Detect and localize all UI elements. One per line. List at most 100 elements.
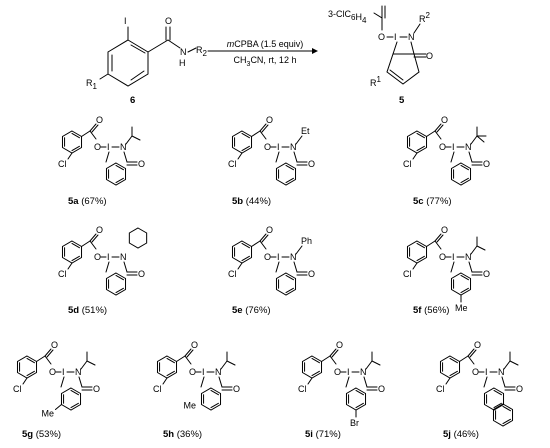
ester-oxygen-label: O bbox=[439, 252, 446, 262]
reaction-reagent: mCPBA (1.5 equiv) bbox=[226, 39, 304, 49]
nitrogen-label: N bbox=[290, 142, 297, 152]
product-number: 5 bbox=[399, 95, 405, 106]
product-ester-oxygen: O bbox=[378, 32, 385, 42]
ester-oxygen-label: O bbox=[94, 142, 101, 152]
amide-oxygen-label: O bbox=[233, 384, 240, 394]
iodine-label: I bbox=[277, 142, 280, 152]
amide-oxygen-label: O bbox=[516, 384, 523, 394]
product-nitrogen-label: N bbox=[408, 32, 415, 42]
nitrogen-label: N bbox=[360, 367, 367, 377]
chloro-label: Cl bbox=[228, 269, 237, 279]
product-iodine-label: I bbox=[394, 32, 397, 42]
carbonyl-oxygen-label: O bbox=[96, 225, 103, 235]
phenyl-label: Ph bbox=[301, 236, 312, 246]
amide-oxygen-label: O bbox=[483, 269, 490, 279]
methyl-label: Me bbox=[455, 303, 468, 313]
amide-oxygen-label: O bbox=[93, 384, 100, 394]
nitrogen-label: N bbox=[290, 252, 297, 262]
ethyl-label: Et bbox=[301, 126, 310, 136]
iodine-label: I bbox=[452, 252, 455, 262]
reactant-r1-label: R1 bbox=[86, 78, 98, 91]
nitrogen-label: N bbox=[465, 142, 472, 152]
nitrogen-label: N bbox=[120, 142, 127, 152]
ester-oxygen-label: O bbox=[264, 252, 271, 262]
product-5-structure: 3-ClC6O6H4 O O I N R2 O R1 bbox=[328, 5, 433, 88]
reactant-iodine-label: I bbox=[124, 16, 127, 26]
ester-oxygen-label: O bbox=[189, 367, 196, 377]
compound-5b-label: 5b (44%) bbox=[232, 196, 272, 207]
chloro-label: Cl bbox=[228, 159, 237, 169]
reactant-6-structure: I O N H R2 R1 bbox=[86, 16, 208, 91]
reactant-r2-label: R2 bbox=[196, 45, 208, 58]
chloro-label: Cl bbox=[13, 384, 22, 394]
compound-5e-label: 5e (76%) bbox=[232, 305, 271, 316]
ester-oxygen-label: O bbox=[334, 367, 341, 377]
iodine-label: I bbox=[107, 142, 110, 152]
product-r1-label: R1 bbox=[370, 75, 382, 88]
iodine-label: I bbox=[485, 367, 488, 377]
compound-5c-label: 5c (77%) bbox=[413, 196, 452, 207]
reactant-nitrogen-label: N bbox=[180, 47, 187, 57]
reactant-number: 6 bbox=[130, 95, 136, 106]
iodine-label: I bbox=[347, 367, 350, 377]
chloro-label: Cl bbox=[403, 269, 412, 279]
amide-oxygen-label: O bbox=[308, 269, 315, 279]
chloro-label: Cl bbox=[403, 159, 412, 169]
compound-5h-label: 5h (36%) bbox=[163, 429, 203, 440]
product-r2-label: R2 bbox=[419, 11, 431, 24]
compound-5f-label: 5f (56%) bbox=[413, 305, 450, 316]
reaction-arrow bbox=[207, 48, 318, 54]
iodine-label: I bbox=[452, 142, 455, 152]
amide-oxygen-label: O bbox=[483, 159, 490, 169]
compound-5g-label: 5g (53%) bbox=[22, 429, 62, 440]
chloro-label: Cl bbox=[58, 269, 67, 279]
nitrogen-label: N bbox=[120, 252, 127, 262]
reaction-conditions: CH3CN, rt, 12 h bbox=[233, 55, 297, 68]
iodine-label: I bbox=[277, 252, 280, 262]
carbonyl-oxygen-label: O bbox=[441, 225, 448, 235]
ester-oxygen-label: O bbox=[49, 367, 56, 377]
iodine-label: I bbox=[202, 367, 205, 377]
chloro-label: Cl bbox=[58, 159, 67, 169]
amide-oxygen-label: O bbox=[308, 159, 315, 169]
nitrogen-label: N bbox=[465, 252, 472, 262]
carbonyl-oxygen-label: O bbox=[336, 340, 343, 350]
chloro-label: Cl bbox=[153, 384, 162, 394]
product-substituent-label: 3-ClC6O6H4 bbox=[328, 9, 367, 25]
carbonyl-oxygen-label: O bbox=[474, 340, 481, 350]
carbonyl-oxygen-label: O bbox=[191, 340, 198, 350]
nitrogen-label: N bbox=[75, 367, 82, 377]
compound-5d-label: 5d (51%) bbox=[68, 305, 108, 316]
carbonyl-oxygen-label: O bbox=[51, 340, 58, 350]
ester-oxygen-label: O bbox=[94, 252, 101, 262]
ester-oxygen-label: O bbox=[472, 367, 479, 377]
carbonyl-oxygen-label: O bbox=[441, 115, 448, 125]
reactant-oxygen-label: O bbox=[165, 16, 172, 26]
iodine-label: I bbox=[62, 367, 65, 377]
chloro-label: Cl bbox=[436, 384, 445, 394]
iodine-label: I bbox=[107, 252, 110, 262]
carbonyl-oxygen-label: O bbox=[266, 225, 273, 235]
reactant-hydrogen-label: H bbox=[179, 58, 186, 68]
methyl-label: Me bbox=[183, 401, 196, 411]
carbonyl-oxygen-label: O bbox=[96, 115, 103, 125]
amide-oxygen-label: O bbox=[378, 384, 385, 394]
compound-5i-label: 5i (71%) bbox=[305, 429, 341, 440]
ester-oxygen-label: O bbox=[439, 142, 446, 152]
nitrogen-label: N bbox=[498, 367, 505, 377]
methyl-label: Me bbox=[41, 409, 54, 419]
nitrogen-label: N bbox=[215, 367, 222, 377]
compound-5a-label: 5a (67%) bbox=[68, 196, 107, 207]
product-amide-oxygen: O bbox=[426, 51, 433, 61]
